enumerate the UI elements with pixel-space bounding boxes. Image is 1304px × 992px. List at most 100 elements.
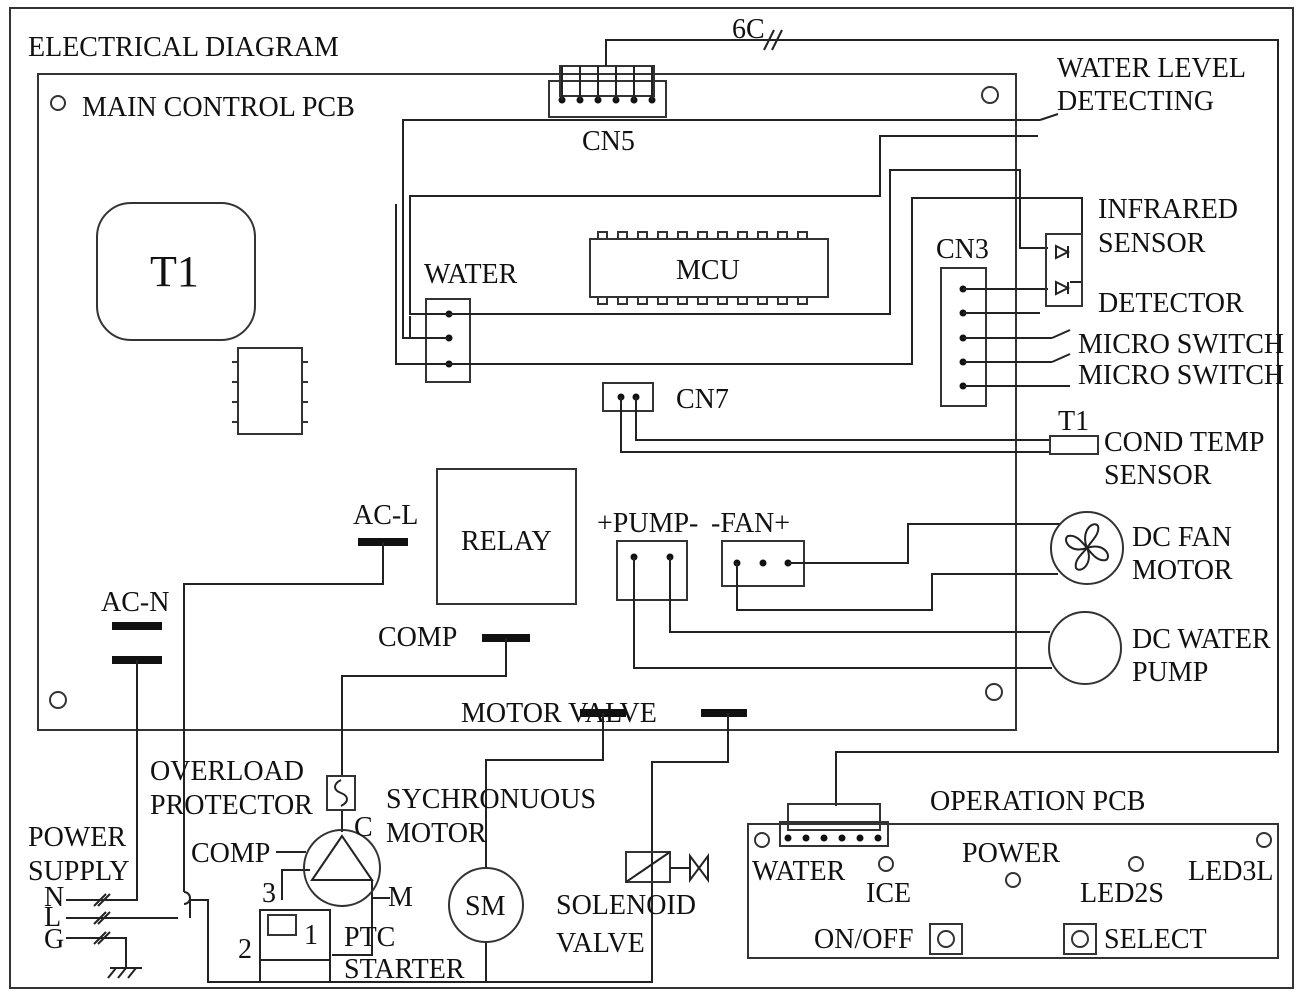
water-level-label-1: WATER LEVEL — [1057, 53, 1246, 84]
compressor-winding-icon — [310, 834, 374, 881]
fan-icon — [1065, 523, 1109, 571]
comp-m-label: M — [388, 882, 413, 913]
dc-water-pump — [1048, 611, 1122, 685]
overload-coil-icon — [334, 779, 348, 807]
op-led3l-label: LED3L — [1188, 856, 1274, 887]
comp-c-label: C — [354, 812, 373, 843]
diagram-title: ELECTRICAL DIAGRAM — [28, 32, 339, 63]
relay-label: RELAY — [461, 526, 552, 557]
main-control-pcb: MAIN CONTROL PCB T1 CN5 — [37, 65, 1017, 731]
main-pcb-board — [37, 73, 1017, 731]
mount-hole — [985, 683, 1003, 701]
ac-n-label: AC-N — [101, 587, 169, 618]
motor-valve-label: MOTOR VALVE — [461, 698, 657, 729]
ptc-pin2-label: 2 — [238, 934, 252, 965]
ptc-label-2: STARTER — [344, 954, 465, 985]
supply-l-label: L — [44, 902, 61, 933]
cond-temp-sensor — [1049, 435, 1099, 455]
sync-motor-label-1: SYCHRONUOUS — [386, 784, 596, 815]
solenoid-label-1: SOLENOID — [556, 890, 696, 921]
dc-fan-label-2: MOTOR — [1132, 555, 1233, 586]
micro-switch-label-1: MICRO SWITCH — [1078, 329, 1284, 360]
dc-fan-label-1: DC FAN — [1132, 522, 1232, 553]
plug-pin-icon — [93, 911, 111, 925]
mcu-chip — [589, 231, 829, 305]
water-led — [878, 856, 894, 872]
mount-hole — [981, 86, 999, 104]
plug-pin-icon — [93, 893, 111, 907]
pump-connector-label: +PUMP- — [597, 508, 698, 539]
pump-connector — [616, 540, 688, 601]
cn7-connector — [602, 382, 654, 412]
overload-protector — [326, 775, 356, 811]
op-water-label: WATER — [752, 856, 846, 887]
fan-connector-label: -FAN+ — [711, 508, 790, 539]
operation-pcb-board — [747, 823, 1279, 959]
cn3-label: CN3 — [936, 234, 989, 265]
overload-label-2: PROTECTOR — [150, 790, 313, 821]
mount-hole — [50, 95, 66, 111]
transformer-t1 — [96, 202, 256, 341]
mount-hole — [1256, 832, 1272, 848]
supply-g-label: G — [44, 924, 64, 955]
operation-pcb-label: OPERATION PCB — [930, 786, 1145, 817]
plug-pin-icon — [93, 931, 111, 945]
led2s-led — [1128, 856, 1144, 872]
water-level-switch — [1039, 113, 1059, 121]
dc-pump-label-1: DC WATER — [1132, 624, 1271, 655]
cable-6c-label: 6C — [732, 14, 765, 45]
op-select-label: SELECT — [1104, 924, 1207, 955]
select-button — [1063, 923, 1097, 955]
operation-pcb: OPERATION PCB WATER ICE POWER LED2S LED3… — [747, 786, 1279, 959]
transformer-label: T1 — [150, 247, 199, 296]
infrared-led-icon — [1055, 244, 1071, 260]
micro-switch-label-2: MICRO SWITCH — [1078, 360, 1284, 391]
sync-motor-label-2: MOTOR — [386, 818, 487, 849]
water-connector — [425, 298, 471, 383]
comp-pin3-label: 3 — [262, 878, 276, 909]
dc-pump-label-2: PUMP — [1132, 657, 1208, 688]
mcu-label: MCU — [676, 255, 740, 286]
detector-diode-icon — [1055, 280, 1071, 296]
cond-temp-label-1: COND TEMP — [1104, 427, 1265, 458]
sensors: WATER LEVEL DETECTING INFRARED SENSOR DE… — [1039, 53, 1284, 491]
infrared-sensor — [1045, 233, 1083, 307]
micro-switch-1 — [1051, 329, 1071, 339]
supply-n-label: N — [44, 882, 64, 913]
power-supply: POWER SUPPLY N L G — [28, 822, 129, 955]
t1-sensor-label: T1 — [1058, 406, 1089, 437]
relay — [436, 468, 577, 605]
power-supply-label-2: SUPPLY — [28, 856, 129, 887]
operation-connector — [779, 803, 889, 847]
op-on-off-label: ON/OFF — [814, 924, 914, 955]
synchronous-motor — [448, 867, 524, 943]
solenoid-label-2: VALVE — [556, 928, 645, 959]
dc-fan-motor — [1050, 511, 1124, 585]
mount-hole — [754, 832, 770, 848]
power-supply-label-1: POWER — [28, 822, 126, 853]
infrared-sensor-label-1: INFRARED — [1098, 194, 1238, 225]
ac-l-label: AC-L — [353, 500, 418, 531]
water-connector-label: WATER — [424, 259, 518, 290]
outer-frame — [9, 7, 1294, 989]
compressor-motor — [303, 829, 381, 907]
ptc-pin1-label: 1 — [304, 920, 318, 951]
op-power-label: POWER — [962, 838, 1060, 869]
cn5-label: CN5 — [582, 126, 635, 157]
on-off-button — [929, 923, 963, 955]
infrared-sensor-label-2: SENSOR — [1098, 228, 1206, 259]
cn7-label: CN7 — [676, 384, 729, 415]
ptc-starter — [267, 914, 297, 936]
mount-hole — [49, 691, 67, 709]
compressor-section: OVERLOAD PROTECTOR COMP C M 3 2 1 PTC ST… — [150, 756, 709, 985]
water-level-label-2: DETECTING — [1057, 86, 1214, 117]
wiring — [86, 29, 1279, 983]
comp-terminal-label: COMP — [378, 622, 457, 653]
op-led2s-label: LED2S — [1080, 878, 1164, 909]
cond-temp-label-2: SENSOR — [1104, 460, 1212, 491]
comp-motor-label: COMP — [191, 838, 270, 869]
ptc-label-1: PTC — [344, 922, 395, 953]
valve-icon — [689, 853, 709, 883]
solenoid-coil-line — [625, 851, 671, 883]
